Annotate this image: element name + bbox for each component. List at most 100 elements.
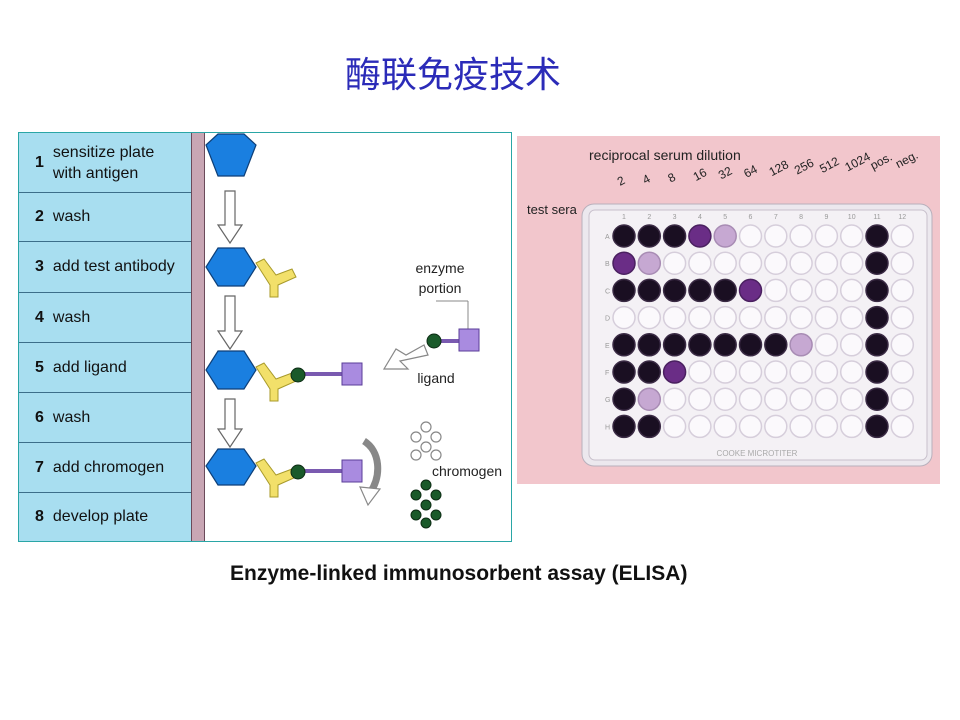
step-1: 1 sensitize plate with antigen [19,133,191,193]
plate-well [688,360,712,384]
plate-well [890,414,915,439]
dilution-label: 2 [615,173,628,189]
plate-well [764,414,788,439]
dilution-label: 256 [792,156,817,178]
plate-well [713,305,737,330]
column-number: 9 [824,214,828,221]
dilution-label: neg. [893,148,920,171]
chromogen-colored-dots [410,479,442,529]
row-letter: E [605,343,610,350]
row-letter: G [605,397,610,404]
plate-well [839,251,864,275]
plate-well [738,387,763,411]
down-arrow-icon [216,190,244,245]
step-label: sensitize plate [52,143,155,161]
plate-well [865,224,889,248]
column-number: 6 [749,214,753,221]
plate-well [865,414,889,439]
plate-well [814,305,839,330]
column-number: 1 [622,214,626,221]
plate-well [764,360,788,384]
plate-well [637,333,662,357]
plate-well [612,360,636,384]
row-letter: H [605,424,610,431]
plate-well [789,278,813,303]
plate-well [688,333,712,357]
plate-well [637,414,662,439]
plate-well [662,387,687,411]
ligand-enzyme-conjugate [290,459,363,483]
step-number: 2 [35,208,44,225]
chromogen-colorless-dots [410,421,442,461]
plate-well [688,224,712,248]
plate-well [688,251,712,275]
plate-well [814,414,839,439]
row-axis-label: test sera [527,202,578,217]
column-number: 4 [698,214,702,221]
step-number: 8 [35,508,44,525]
plate-well [890,387,915,411]
plate-well [688,278,712,303]
dilution-label: 16 [691,165,710,184]
row-letter: A [605,234,610,241]
step-label: add ligand [52,358,127,376]
plate-well [738,251,763,275]
dilution-label: 128 [767,157,792,179]
down-arrow-icon [216,295,244,351]
plate-well [789,360,813,384]
plate-well [764,387,788,411]
column-number: 10 [848,214,856,221]
step-label: wash [52,308,91,326]
step-number: 4 [35,308,44,326]
row-letter: B [605,261,610,268]
down-arrow-icon [216,398,244,449]
plate-well [814,333,839,357]
elisa-schematic: enzyme portion ligand chromogen [205,133,502,529]
plate-well [865,333,889,357]
plate-well [637,224,662,248]
plate-well [839,387,864,411]
step-number: 1 [35,153,44,171]
plate-well [764,333,788,357]
plate-well [789,387,813,411]
antigen-hexagon [205,350,257,390]
plate-well [637,278,662,303]
column-number: 7 [774,214,778,221]
column-number: 3 [673,214,677,221]
antibody-y-shape [255,258,297,298]
plate-well [662,333,687,357]
step-label: add test antibody [52,258,175,275]
plate-well [738,414,763,439]
plate-well [713,387,737,411]
legend-ligand-enzyme [426,300,480,352]
chromogen-label: chromogen [432,463,502,479]
row-letter: D [605,316,610,323]
plate-well [662,414,687,439]
ligand-label: ligand [417,370,454,386]
plate-well [688,387,712,411]
plate-well [637,387,662,411]
plate-well [890,251,915,275]
plate-well [865,360,889,384]
plate-well [789,224,813,248]
row-letter: C [605,288,610,295]
plate-well [814,387,839,411]
page-title: 酶联免疫技术 [344,55,561,96]
plate-well [839,305,864,330]
step-label: wash [52,208,91,225]
reaction-arrowhead-icon [359,486,382,507]
step-label-line2: with antigen [52,164,139,182]
plate-wells [612,224,915,439]
plate-brand-text: COOKE MICROTITER [717,449,798,458]
plate-well [814,278,839,303]
plate-well [713,251,737,275]
step-4: 4 wash [19,293,191,343]
plate-well [890,333,915,357]
